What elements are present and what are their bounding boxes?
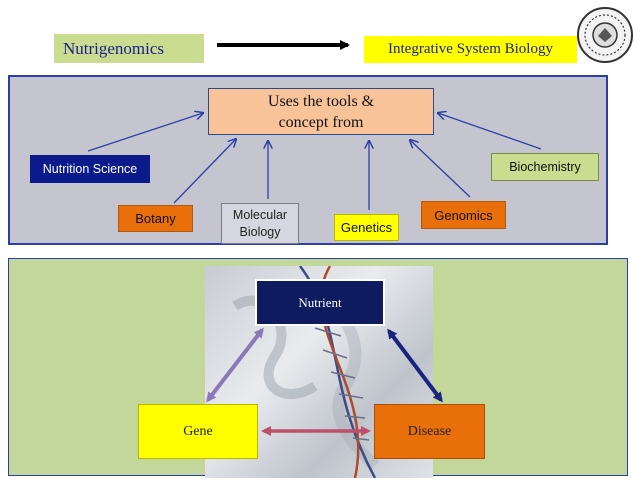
molecular-biology-line2: Biology [239,224,281,239]
uses-tools-line2: concept from [278,113,364,131]
botany-box: Botany [118,205,193,232]
integrative-system-biology-label: Integrative System Biology [364,36,577,63]
university-seal-icon [577,7,633,63]
arrow-nutrition-science [87,113,203,152]
uses-tools-line1: Uses the tools & [267,92,375,110]
uses-tools-box: Uses the tools & concept from [208,88,434,135]
nutrigenomics-label: Nutrigenomics [54,34,204,63]
genomics-box: Genomics [421,201,506,229]
arrow-biochemistry [438,113,542,150]
nutrition-science-box: Nutrition Science [30,155,150,183]
nutrient-disease-arrow [387,328,443,403]
molecular-biology-line1: Molecular [232,207,288,222]
molecular-biology-box: Molecular Biology [221,203,299,244]
biochemistry-box: Biochemistry [491,153,599,181]
arrow-genomics [410,140,471,198]
gene-nutrient-arrow [206,327,264,403]
disease-box: Disease [374,404,485,459]
nutrient-box: Nutrient [255,279,385,326]
arrow-botany [173,139,236,204]
gene-box: Gene [138,404,258,459]
genetics-box: Genetics [334,214,399,241]
